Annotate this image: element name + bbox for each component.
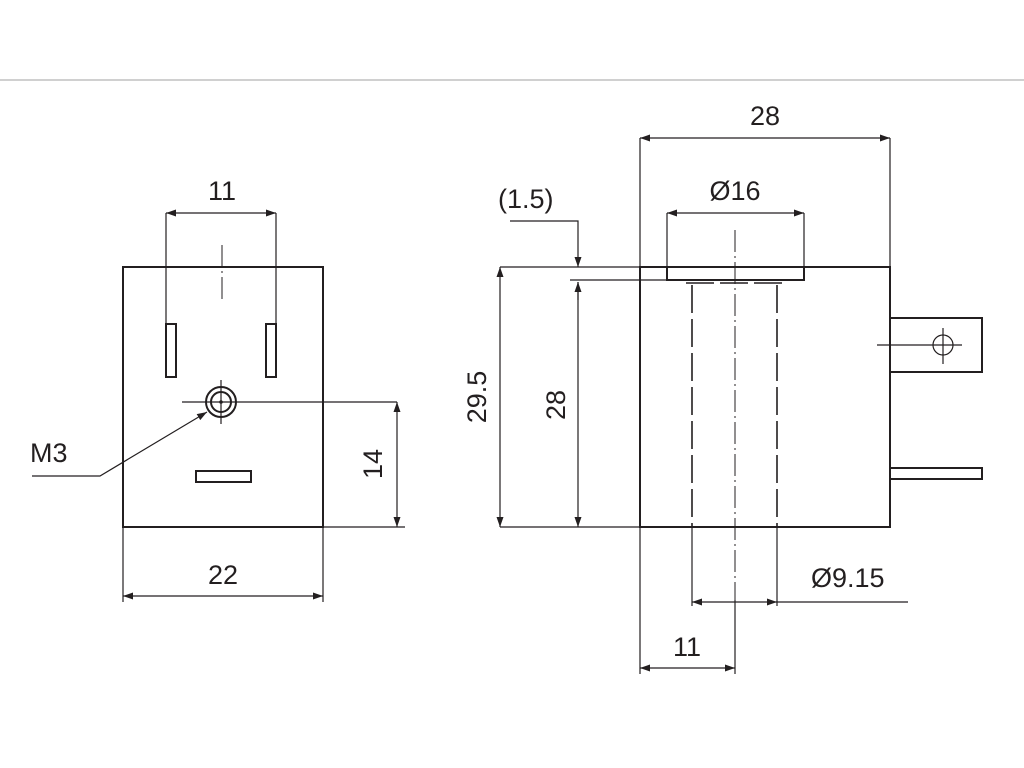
ground-pin <box>195 470 252 483</box>
thread-label: M3 <box>30 438 68 468</box>
dim-bore-diameter: Ø9.15 <box>811 563 885 593</box>
left-view: 11 14 22 M3 <box>30 176 405 602</box>
dim-boss-diameter: Ø16 <box>709 176 760 206</box>
right-view: 28 Ø16 (1.5) 29.5 28 Ø9.15 11 <box>462 101 983 674</box>
dim-body-height: 28 <box>541 390 571 420</box>
dim-overall-height: 29.5 <box>462 371 492 424</box>
right-body-outline <box>639 266 891 528</box>
dim-pin-spacing: 11 <box>208 176 236 206</box>
dim-width: 22 <box>208 560 238 590</box>
gap-leader <box>510 220 582 267</box>
left-body-outline <box>122 266 324 528</box>
terminal-blade <box>890 467 983 480</box>
thread-leader <box>32 411 208 477</box>
terminal-tab <box>890 317 983 373</box>
dim-screw-height: 14 <box>358 449 388 479</box>
left-pin-left <box>165 323 177 378</box>
dim-gap: (1.5) <box>498 184 554 214</box>
dim-overall-length: 28 <box>750 101 780 131</box>
dim-bore-offset: 11 <box>673 632 701 662</box>
left-pin-right <box>265 323 277 378</box>
